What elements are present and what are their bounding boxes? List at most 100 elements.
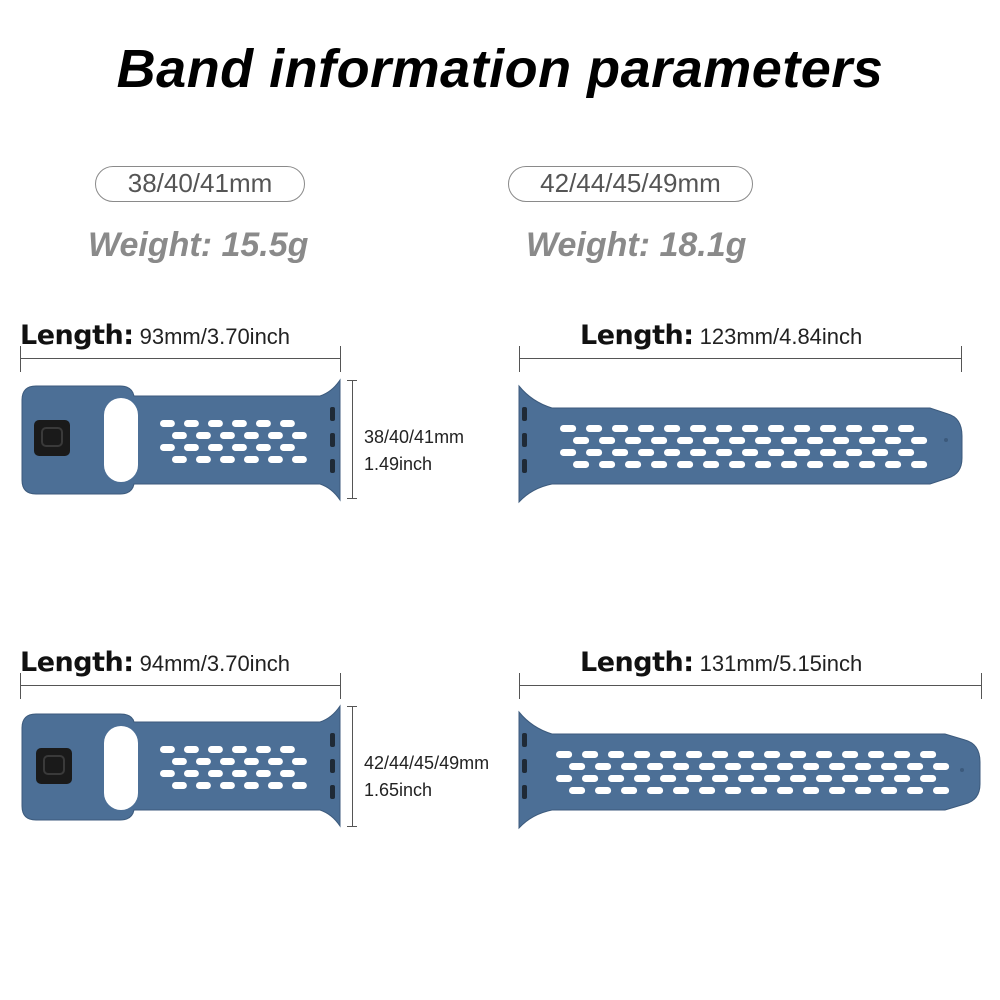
page-title: Band information parameters	[116, 39, 884, 99]
size-pill-large: 42/44/45/49mm	[508, 166, 753, 202]
perforation-hole	[172, 432, 187, 439]
perforation-hole	[586, 449, 603, 456]
perforation-hole	[232, 770, 247, 777]
perforation-hole	[751, 763, 768, 770]
length-value: 93mm/3.70inch	[139, 324, 291, 349]
perforation-hole	[673, 763, 690, 770]
perforation-hole	[803, 763, 820, 770]
perforation-hole	[244, 432, 259, 439]
perforation-hole	[208, 420, 223, 427]
perforation-hole	[816, 775, 833, 782]
perforation-hole	[742, 425, 759, 432]
perforation-hole	[660, 751, 677, 758]
perforation-hole	[794, 449, 811, 456]
perforation-hole	[586, 425, 603, 432]
perforation-hole	[268, 432, 283, 439]
perforation-hole	[885, 437, 902, 444]
perforation-hole	[673, 787, 690, 794]
perforation-hole	[664, 449, 681, 456]
length-label: Length:	[20, 320, 134, 351]
perforation-hole	[677, 437, 694, 444]
length-value: 123mm/4.84inch	[699, 324, 863, 349]
perforation-hole	[232, 420, 247, 427]
width-tick	[347, 498, 357, 499]
perforation-hole	[911, 437, 928, 444]
weight-small: Weight: 15.5g	[88, 226, 309, 264]
perforation-hole	[582, 775, 599, 782]
perforation-hole	[738, 751, 755, 758]
perforation-hole	[172, 782, 187, 789]
perforation-hole	[777, 763, 794, 770]
length-value: 94mm/3.70inch	[139, 651, 291, 676]
perforation-hole	[196, 782, 211, 789]
perforation-hole	[894, 751, 911, 758]
perforation-hole	[160, 420, 175, 427]
length-tick	[20, 673, 21, 699]
perforation-hole	[196, 456, 211, 463]
perforation-hole	[172, 456, 187, 463]
perforation-hole	[933, 787, 950, 794]
perforation-hole	[573, 461, 590, 468]
length-tick	[961, 346, 962, 372]
perforation-hole	[608, 775, 625, 782]
perforation-hole	[790, 751, 807, 758]
perforation-hole	[280, 420, 295, 427]
perforation-hole	[768, 425, 785, 432]
length-label: Length:	[20, 647, 134, 678]
perforation-hole	[777, 787, 794, 794]
perforation-hole	[244, 782, 259, 789]
perforation-hole	[256, 420, 271, 427]
length-label: Length:	[580, 320, 694, 351]
width-label-row2: 42/44/45/49mm 1.65inch	[364, 750, 489, 804]
length-tick	[981, 673, 982, 699]
perforation-hole	[638, 425, 655, 432]
perforation-hole	[677, 461, 694, 468]
perforation-hole	[625, 461, 642, 468]
perforation-hole	[160, 444, 175, 451]
perforation-hole	[638, 449, 655, 456]
perforation-hole	[599, 461, 616, 468]
width-tick	[347, 380, 357, 381]
width-line-row1	[352, 380, 353, 498]
perforation-hole	[595, 787, 612, 794]
perforation-hole	[634, 775, 651, 782]
perforation-hole	[184, 444, 199, 451]
length-tick	[340, 673, 341, 699]
perforation-hole	[755, 437, 772, 444]
perforation-hole	[280, 746, 295, 753]
perforation-hole	[608, 751, 625, 758]
perforation-hole	[703, 461, 720, 468]
width-tick	[347, 826, 357, 827]
perforation-hole	[569, 787, 586, 794]
perforation-hole	[794, 425, 811, 432]
perforation-hole	[829, 763, 846, 770]
perforation-hole	[751, 787, 768, 794]
perforation-hole	[855, 763, 872, 770]
perforation-hole	[280, 444, 295, 451]
perforation-hole	[573, 437, 590, 444]
perforation-hole	[842, 751, 859, 758]
perforation-hole	[292, 432, 307, 439]
perforation-hole	[160, 746, 175, 753]
perforation-hole	[651, 437, 668, 444]
perforation-hole	[647, 763, 664, 770]
perforation-hole	[712, 775, 729, 782]
perforation-hole	[208, 746, 223, 753]
perforation-hole	[764, 751, 781, 758]
perforation-hole	[208, 770, 223, 777]
perforation-hole	[833, 461, 850, 468]
length-line-short-row1	[20, 358, 341, 359]
perforation-hole	[160, 770, 175, 777]
perforation-hole	[220, 758, 235, 765]
perforation-hole	[569, 763, 586, 770]
perforation-hole	[699, 787, 716, 794]
perforation-hole	[885, 461, 902, 468]
perforation-hole	[256, 746, 271, 753]
length-line-long-row2	[519, 685, 982, 686]
perforation-hole	[872, 425, 889, 432]
perforation-hole	[292, 782, 307, 789]
perforation-hole	[582, 751, 599, 758]
perforation-hole	[829, 787, 846, 794]
